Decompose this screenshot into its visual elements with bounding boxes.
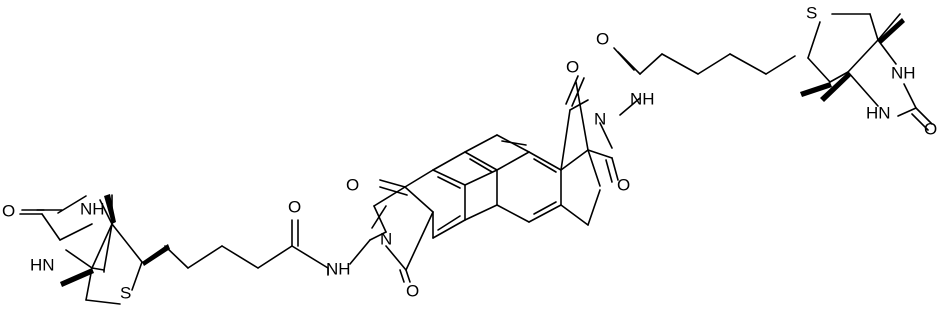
stereo-wedges [60, 18, 905, 287]
atom-sulfur-right: S [806, 3, 817, 22]
atom-oxygen-right-imide-bottom: O [617, 175, 630, 194]
atom-oxygen-left-imide-bottom: O [406, 281, 419, 300]
atom-nh-left-upper: NH [80, 199, 105, 218]
atom-oxygen-left-imide-top: O [346, 175, 359, 194]
atom-oxygen-left-amide: O [288, 197, 301, 216]
atom-nh-left-amide: NH [326, 259, 351, 278]
bonds [19, 13, 933, 305]
atom-oxygen-left-urea: O [2, 201, 15, 220]
atom-nh-right-amide: NH [630, 89, 655, 108]
atom-oxygen-right-imide-top: O [566, 57, 579, 76]
atom-oxygen-right-urea: O [924, 119, 937, 138]
atom-hn-right-lower: HN [866, 103, 891, 122]
atom-nitrogen-left-imide: N [380, 229, 392, 248]
atom-oxygen-right-amide: O [596, 29, 609, 48]
atom-hn-left-lower: HN [30, 255, 55, 274]
atom-labels: O NH HN S O NH N O O N O O NH O S NH HN … [2, 3, 937, 302]
atom-sulfur-left: S [120, 283, 131, 302]
atom-nh-right-upper: NH [891, 63, 916, 82]
atom-nitrogen-right-imide: N [594, 109, 606, 128]
